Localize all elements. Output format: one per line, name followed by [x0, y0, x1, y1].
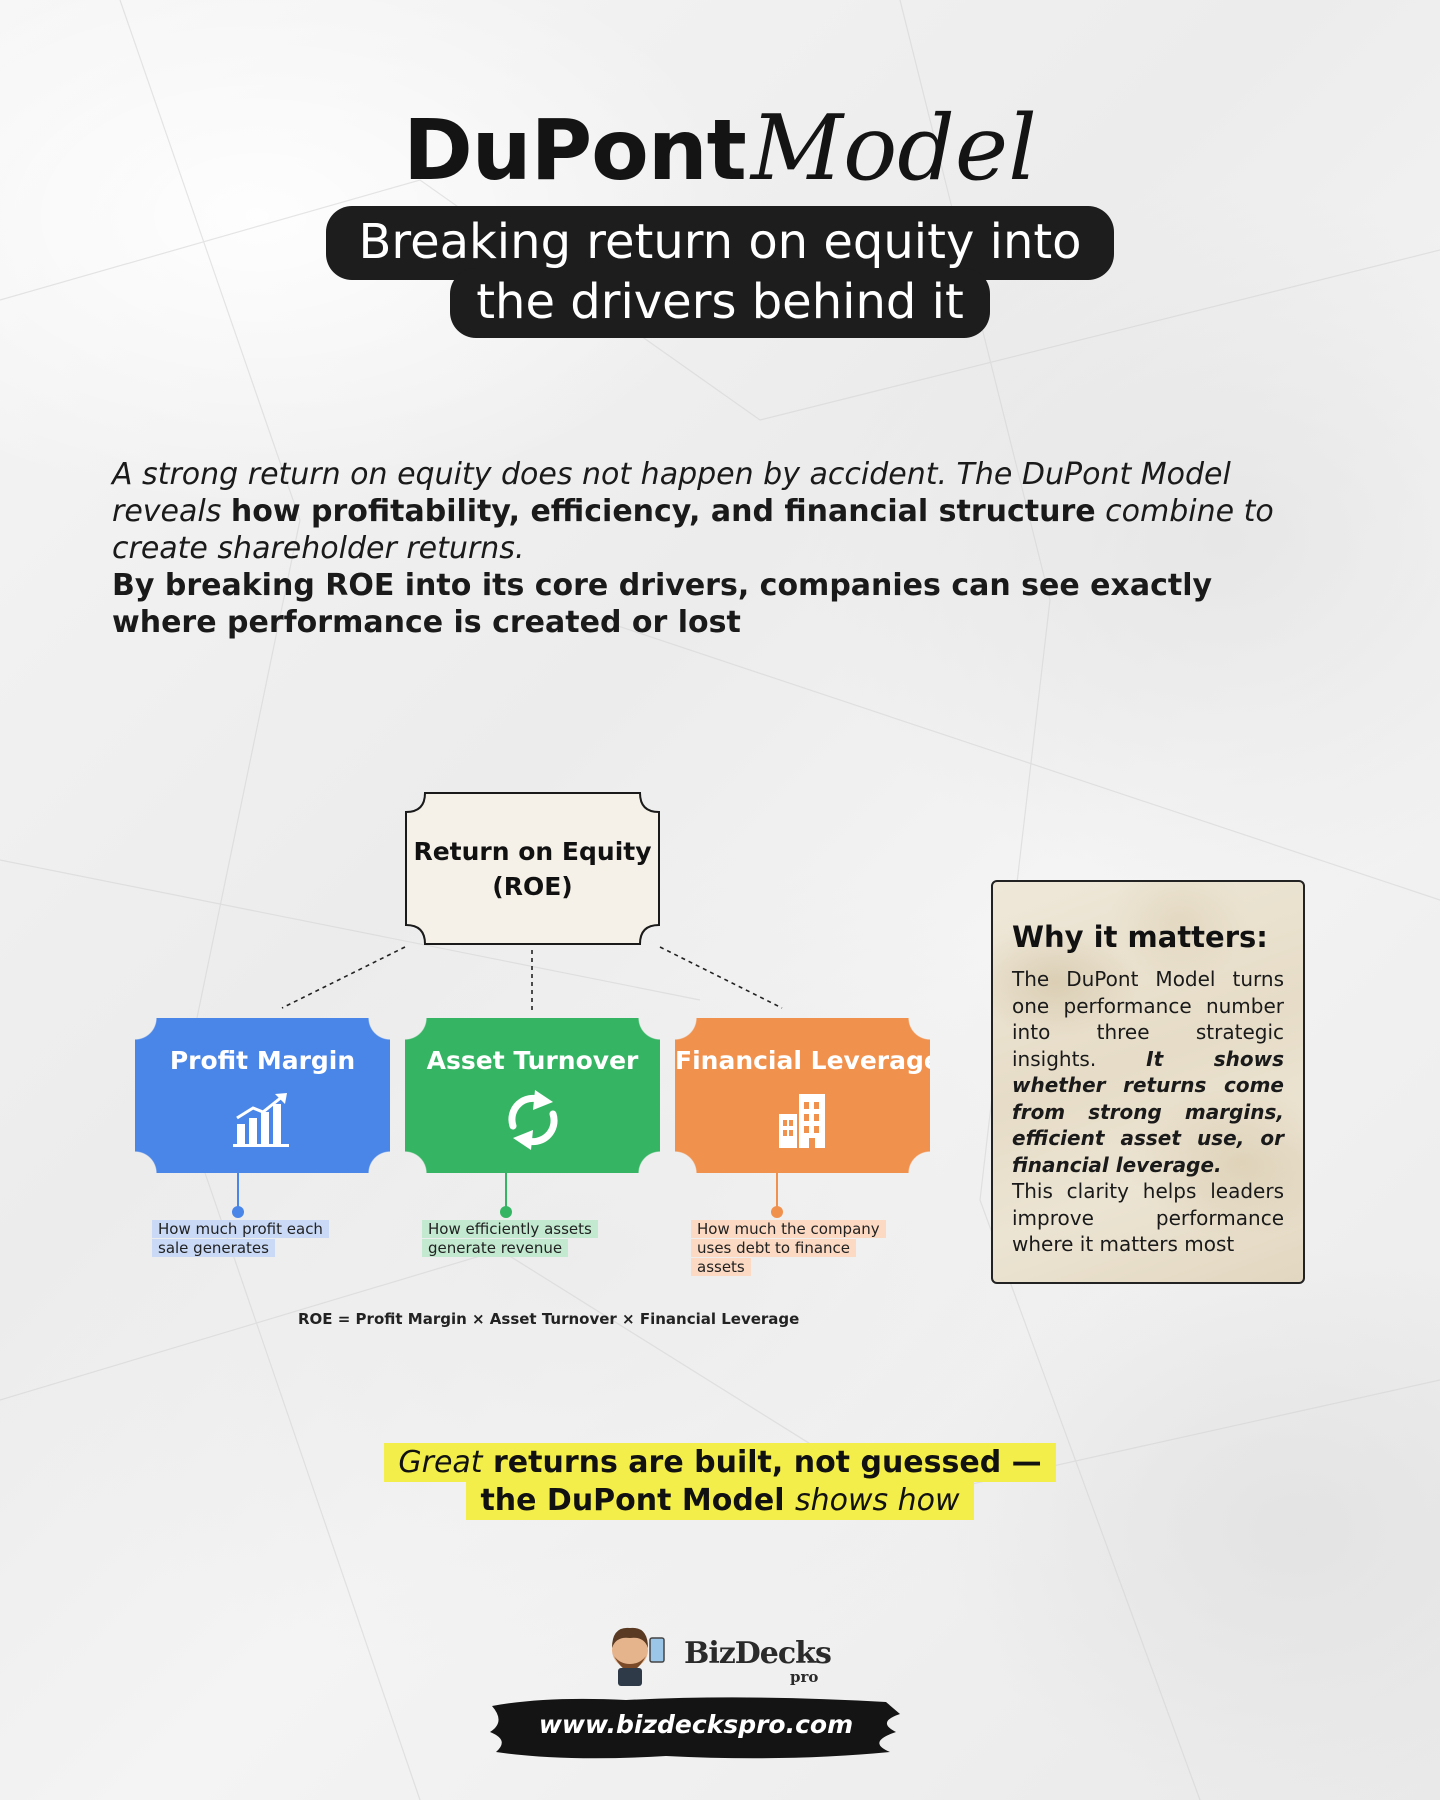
desc-text: How efficiently assets generate revenue: [422, 1220, 598, 1257]
subtitle-line-2: the drivers behind it: [450, 268, 990, 338]
bizdecks-mascot-logo: [612, 1627, 665, 1686]
desc-profit-margin: How much profit each sale generates: [152, 1220, 352, 1258]
tagline-l2-italic: shows how: [794, 1483, 960, 1518]
roe-node: Return on Equity (ROE): [405, 792, 660, 945]
dot-3: [771, 1206, 783, 1218]
why-heading: Why it matters:: [1012, 920, 1268, 954]
stem-2: [505, 1173, 507, 1211]
refresh-arrows-icon: [507, 1090, 558, 1150]
roe-line1: Return on Equity: [413, 836, 652, 866]
page-title: DuPont Model: [0, 104, 1440, 194]
driver-label: Profit Margin: [169, 1046, 356, 1075]
roe-formula: ROE = Profit Margin × Asset Turnover × F…: [298, 1310, 800, 1328]
building-icon: [778, 1094, 825, 1148]
title-main: DuPont: [403, 101, 747, 199]
why-t2: It shows whether returns come from stron…: [1012, 1046, 1285, 1177]
driver-label: Asset Turnover: [426, 1046, 639, 1075]
tagline-l2-bold: the DuPont Model: [480, 1483, 795, 1518]
driver-label: Financial Leverage: [675, 1046, 941, 1075]
intro-p1-bold: how profitability, efficiency, and finan…: [230, 494, 1096, 529]
why-t1: The DuPont Model turns one performance n…: [1012, 967, 1284, 1071]
roe-frame: [405, 792, 660, 945]
tagline-line-2: the DuPont Model shows how: [466, 1481, 974, 1520]
stem-1: [237, 1173, 239, 1211]
driver-asset-turnover: Asset Turnover: [405, 1018, 660, 1173]
tagline: Great returns are built, not guessed — t…: [0, 1443, 1440, 1520]
intro-text: A strong return on equity does not happe…: [112, 456, 1292, 641]
roe-line2: (ROE): [492, 871, 573, 901]
dot-2: [500, 1206, 512, 1218]
brush-stroke: [490, 1697, 900, 1759]
tagline-l1-rest: returns are built, not guessed —: [482, 1445, 1042, 1480]
why-body: The DuPont Model turns one performance n…: [1012, 966, 1284, 1258]
driver-profit-margin: Profit Margin: [135, 1018, 390, 1173]
intro-p1-a: A strong return on equity does not happe…: [112, 457, 1231, 529]
brand-name: BizDecks: [684, 1636, 832, 1671]
title-script: Model: [750, 96, 1037, 201]
tagline-line-1: Great returns are built, not guessed —: [384, 1443, 1056, 1482]
desc-asset-turnover: How efficiently assets generate revenue: [422, 1220, 622, 1258]
why-it-matters-card: Why it matters: The DuPont Model turns o…: [991, 880, 1305, 1284]
subtitle-line-1: Breaking return on equity into: [326, 206, 1114, 280]
intro-p2: By breaking ROE into its core drivers, c…: [112, 568, 1213, 640]
why-t3: This clarity helps leaders improve perfo…: [1012, 1179, 1284, 1256]
brand-suffix: pro: [790, 1668, 819, 1686]
intro-p1-b: combine to create shareholder returns.: [112, 494, 1274, 566]
desc-text: How much the company uses debt to financ…: [691, 1220, 886, 1276]
bar-chart-growth-icon: [232, 1093, 289, 1147]
desc-text: How much profit each sale generates: [152, 1220, 329, 1257]
dot-1: [232, 1206, 244, 1218]
website-link[interactable]: www.bizdeckspro.com: [538, 1710, 854, 1739]
desc-financial-leverage: How much the company uses debt to financ…: [691, 1220, 901, 1277]
stem-3: [776, 1173, 778, 1211]
driver-financial-leverage: Financial Leverage: [675, 1018, 941, 1173]
tagline-l1-italic: Great: [398, 1445, 483, 1480]
